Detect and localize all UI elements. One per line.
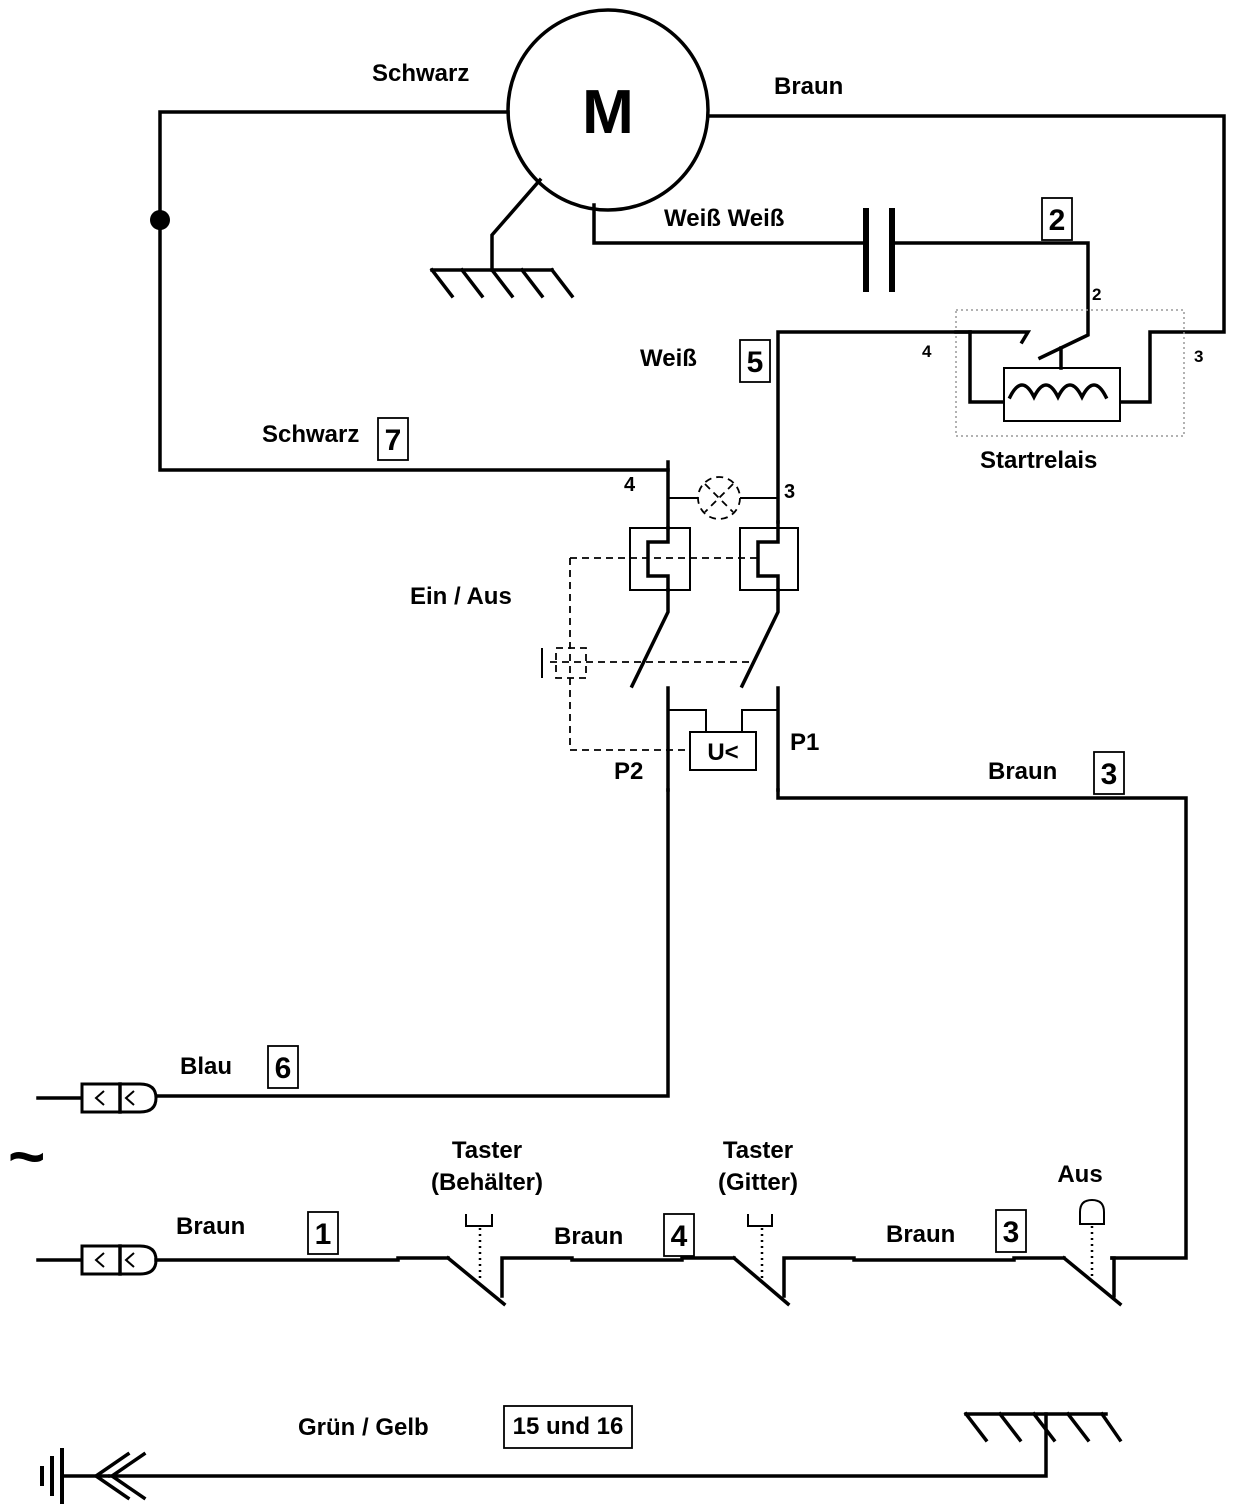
- svg-text:3: 3: [1101, 758, 1118, 791]
- label-braun-bottom-2: Braun: [554, 1223, 623, 1250]
- ac-symbol: ~: [8, 1120, 45, 1192]
- label-braun-right: Braun: [988, 758, 1057, 785]
- label-weiss-weiss: Weiß Weiß: [664, 205, 784, 232]
- wire-blau: [154, 788, 670, 1098]
- tag-15-und-16: 15 und 16: [503, 1405, 633, 1449]
- label-gruen-gelb: Grün / Gelb: [298, 1414, 429, 1441]
- motor-symbol: M: [582, 78, 634, 147]
- label-taster-gitter-1: Taster: [723, 1137, 793, 1164]
- terminal-relay-2: 2: [1092, 285, 1101, 304]
- main-switch: U<: [541, 460, 799, 792]
- label-weiss: Weiß: [640, 345, 697, 372]
- svg-text:7: 7: [385, 424, 402, 457]
- terminal-relay-4: 4: [922, 342, 932, 361]
- tag-3-bottom: 3: [995, 1209, 1027, 1253]
- label-taster-behaelter-2: (Behälter): [431, 1169, 543, 1196]
- motor: M: [506, 8, 710, 212]
- label-blau: Blau: [180, 1053, 232, 1080]
- label-braun-bottom-3: Braun: [886, 1221, 955, 1248]
- terminal-p1: P1: [790, 729, 819, 756]
- svg-text:3: 3: [1003, 1216, 1020, 1249]
- svg-text:2: 2: [1049, 204, 1066, 237]
- label-schwarz-mid: Schwarz: [262, 421, 359, 448]
- terminal-relay-3: 3: [1194, 347, 1203, 366]
- plug-braun: [36, 1244, 158, 1276]
- label-braun-bottom-1: Braun: [176, 1213, 245, 1240]
- wire-weiss-capacitor: [592, 203, 868, 245]
- tag-2: 2: [1041, 197, 1073, 241]
- tag-4: 4: [663, 1213, 695, 1257]
- bottom-chain: [154, 1198, 1123, 1307]
- terminal-switch-3: 3: [784, 481, 795, 503]
- svg-text:4: 4: [671, 1220, 688, 1253]
- svg-text:1: 1: [315, 1218, 332, 1251]
- tag-5: 5: [739, 339, 771, 383]
- junction-dot: [150, 210, 170, 230]
- svg-text:6: 6: [275, 1052, 292, 1085]
- tag-3-right: 3: [1093, 751, 1125, 795]
- wire-braun-right: [776, 788, 1188, 1260]
- label-braun-top: Braun: [774, 73, 843, 100]
- terminal-switch-4: 4: [624, 474, 636, 496]
- tag-6: 6: [267, 1045, 299, 1089]
- label-startrelais: Startrelais: [980, 447, 1097, 474]
- svg-text:5: 5: [747, 346, 764, 379]
- label-schwarz-top: Schwarz: [372, 60, 469, 87]
- label-taster-behaelter-1: Taster: [452, 1137, 522, 1164]
- label-taster-gitter-2: (Gitter): [718, 1169, 798, 1196]
- wire-schwarz: [158, 110, 670, 472]
- ground-wire: [40, 1411, 1123, 1504]
- wire-weiss: [776, 330, 1032, 524]
- label-ein-aus: Ein / Aus: [410, 583, 512, 610]
- tag-7: 7: [377, 417, 409, 461]
- motor-ground: [429, 177, 575, 299]
- plug-blau: [36, 1082, 158, 1114]
- start-relay: [954, 309, 1185, 437]
- tag-1: 1: [307, 1211, 339, 1255]
- terminal-p2: P2: [614, 758, 643, 785]
- wire-braun-top: [706, 114, 1226, 404]
- undervoltage-label: U<: [707, 739, 738, 766]
- capacitor: [863, 208, 895, 292]
- label-aus: Aus: [1057, 1161, 1102, 1188]
- svg-text:15 und 16: 15 und 16: [513, 1413, 624, 1440]
